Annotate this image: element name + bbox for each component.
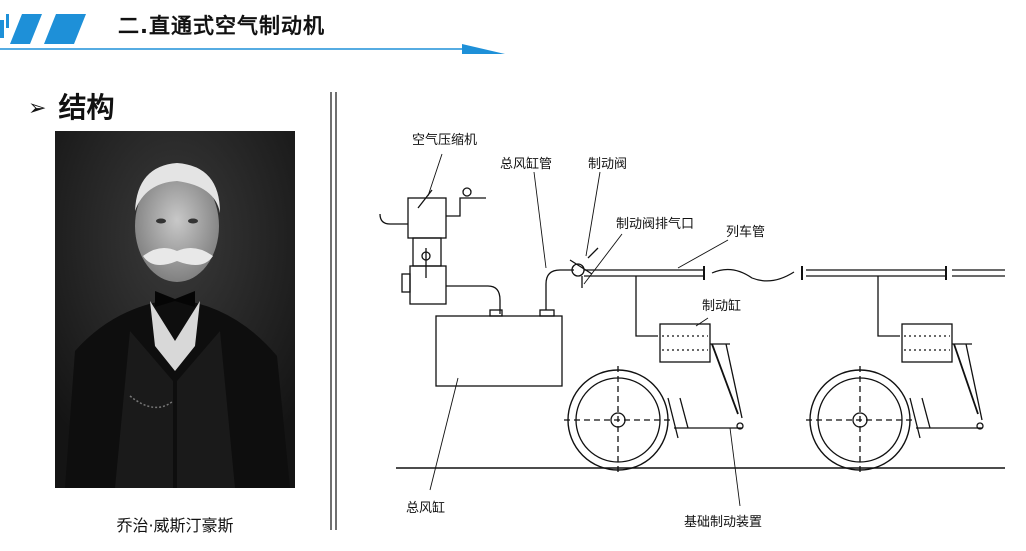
portrait-caption: 乔治·威斯汀豪斯 xyxy=(116,516,234,535)
label-main-reservoir: 总风缸 xyxy=(406,500,445,516)
bullet-arrow-icon: ➢ xyxy=(28,96,47,121)
portrait-figure xyxy=(55,131,295,488)
wheel-1 xyxy=(564,366,672,474)
header-rule xyxy=(0,44,505,54)
label-train-pipe: 列车管 xyxy=(726,224,765,240)
label-brake-cylinder: 制动缸 xyxy=(702,298,741,314)
vertical-divider xyxy=(330,92,337,530)
wheel-2 xyxy=(806,366,914,474)
leader-exhaust xyxy=(583,233,623,285)
header-logo-icon xyxy=(0,14,86,44)
main-reservoir-pipe xyxy=(545,269,574,310)
main-reservoir xyxy=(435,315,563,387)
foundation-brake-2 xyxy=(909,397,984,439)
brake-valve xyxy=(569,247,599,288)
air-compressor xyxy=(379,187,501,314)
leader-main-reservoir xyxy=(429,377,459,491)
page-title: 二.直通式空气制动机 xyxy=(118,14,325,38)
section-heading: ➢ 结构 xyxy=(28,86,114,126)
label-main-reservoir-pipe: 总风缸管 xyxy=(500,156,552,172)
leader-train-pipe xyxy=(677,239,729,269)
portrait-photo xyxy=(55,131,295,488)
leader-brake-valve xyxy=(585,171,601,257)
label-brake-valve-exhaust: 制动阀排气口 xyxy=(616,216,694,232)
brake-cylinder-1 xyxy=(659,323,743,419)
leader-foundation-brake xyxy=(729,427,741,507)
label-foundation-brake: 基础制动装置 xyxy=(684,515,762,530)
leader-brake-cylinder xyxy=(695,317,709,327)
leader-compressor xyxy=(427,153,443,197)
train-pipe xyxy=(584,266,1005,282)
label-brake-valve: 制动阀 xyxy=(588,157,627,172)
foundation-brake-1 xyxy=(667,397,744,439)
brake-cylinder-2 xyxy=(901,323,983,421)
section-heading-text: 结构 xyxy=(58,91,115,124)
brake-system-diagram: 空气压缩机 总风缸管 制动阀 制动阀排气口 列车管 制动缸 总风缸 基础制动装置 xyxy=(379,132,1005,530)
leader-main-pipe xyxy=(533,171,547,269)
label-compressor: 空气压缩机 xyxy=(412,132,477,148)
